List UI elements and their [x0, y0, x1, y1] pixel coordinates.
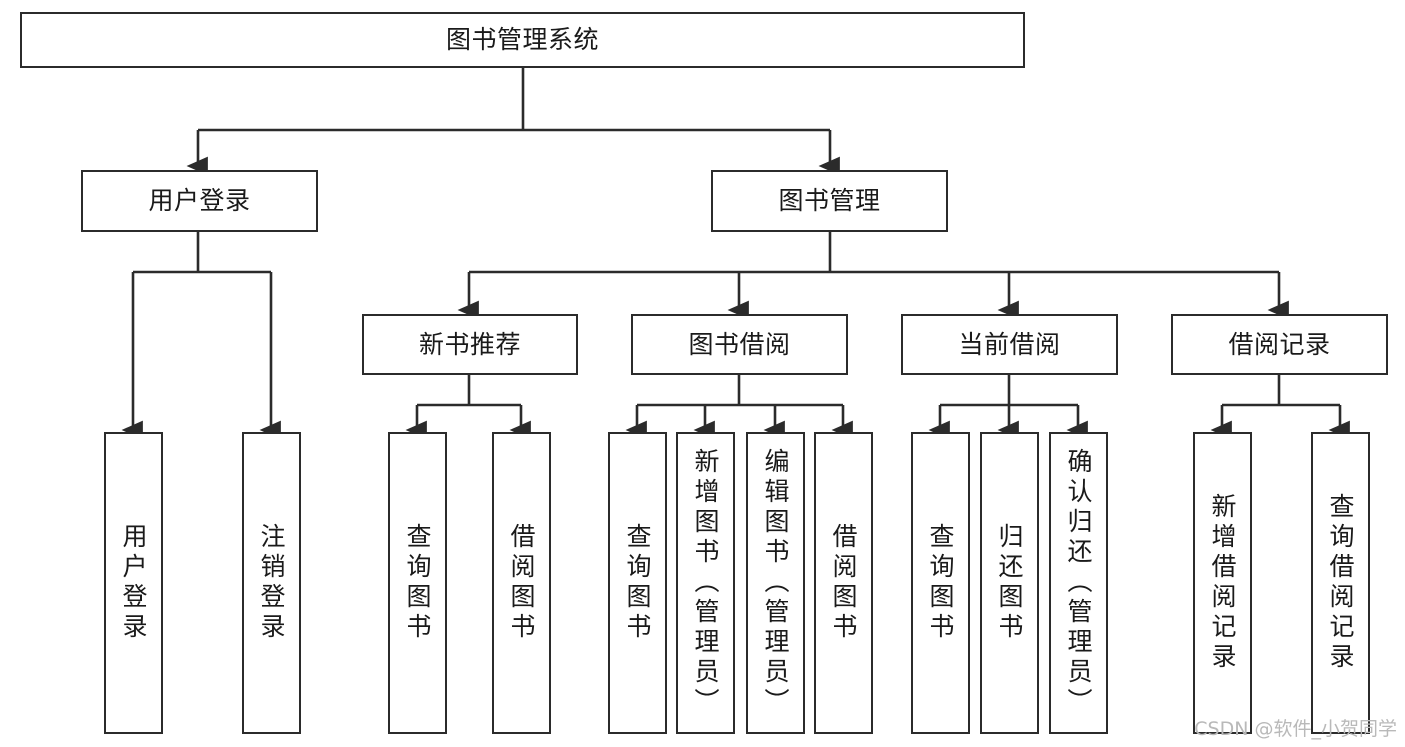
node-borrow-record[interactable]: 借阅记录 — [1171, 314, 1388, 375]
leaf-record-query-record[interactable]: 查询借阅记录 — [1311, 432, 1370, 734]
leaf-borrow-edit-book-admin[interactable]: 编辑图书（管理员） — [746, 432, 805, 734]
leaf-login-logout[interactable]: 注销登录 — [242, 432, 301, 734]
watermark-text: CSDN @软件_小贺同学 — [1194, 718, 1397, 740]
node-root-label: 图书管理系统 — [445, 25, 599, 55]
leaf-login-user-login[interactable]: 用户登录 — [104, 432, 163, 734]
leaf-login-user-login-label: 用户登录 — [119, 523, 148, 643]
leaf-login-logout-label: 注销登录 — [257, 523, 286, 643]
leaf-borrow-borrow-book-label: 借阅图书 — [829, 523, 858, 643]
node-book-management-label: 图书管理 — [778, 186, 881, 216]
leaf-current-return-book[interactable]: 归还图书 — [980, 432, 1039, 734]
node-book-borrow[interactable]: 图书借阅 — [631, 314, 848, 375]
leaf-borrow-query-book-label: 查询图书 — [623, 523, 652, 643]
node-new-book-recommend[interactable]: 新书推荐 — [362, 314, 578, 375]
leaf-borrow-query-book[interactable]: 查询图书 — [608, 432, 667, 734]
node-root[interactable]: 图书管理系统 — [20, 12, 1025, 68]
node-book-borrow-label: 图书借阅 — [688, 329, 791, 359]
leaf-current-confirm-return-admin[interactable]: 确认归还（管理员） — [1049, 432, 1108, 734]
leaf-record-query-record-label: 查询借阅记录 — [1326, 493, 1355, 673]
node-current-borrow-label: 当前借阅 — [958, 329, 1061, 359]
leaf-current-query-book[interactable]: 查询图书 — [911, 432, 970, 734]
leaf-newbook-query-book-label: 查询图书 — [403, 523, 432, 643]
leaf-record-add-record[interactable]: 新增借阅记录 — [1193, 432, 1252, 734]
leaf-borrow-borrow-book[interactable]: 借阅图书 — [814, 432, 873, 734]
leaf-borrow-add-book-admin-label: 新增图书（管理员） — [691, 448, 720, 718]
node-book-management[interactable]: 图书管理 — [711, 170, 948, 232]
leaf-borrow-add-book-admin[interactable]: 新增图书（管理员） — [676, 432, 735, 734]
leaf-newbook-borrow-book-label: 借阅图书 — [507, 523, 536, 643]
node-current-borrow[interactable]: 当前借阅 — [901, 314, 1118, 375]
leaf-current-confirm-return-admin-label: 确认归还（管理员） — [1064, 448, 1093, 718]
leaf-newbook-borrow-book[interactable]: 借阅图书 — [492, 432, 551, 734]
node-new-book-recommend-label: 新书推荐 — [418, 329, 521, 359]
node-borrow-record-label: 借阅记录 — [1228, 329, 1331, 359]
leaf-current-return-book-label: 归还图书 — [995, 523, 1024, 643]
leaf-borrow-edit-book-admin-label: 编辑图书（管理员） — [761, 448, 790, 718]
node-user-login-label: 用户登录 — [148, 186, 251, 216]
leaf-newbook-query-book[interactable]: 查询图书 — [388, 432, 447, 734]
node-user-login[interactable]: 用户登录 — [81, 170, 318, 232]
leaf-current-query-book-label: 查询图书 — [926, 523, 955, 643]
leaf-record-add-record-label: 新增借阅记录 — [1208, 493, 1237, 673]
